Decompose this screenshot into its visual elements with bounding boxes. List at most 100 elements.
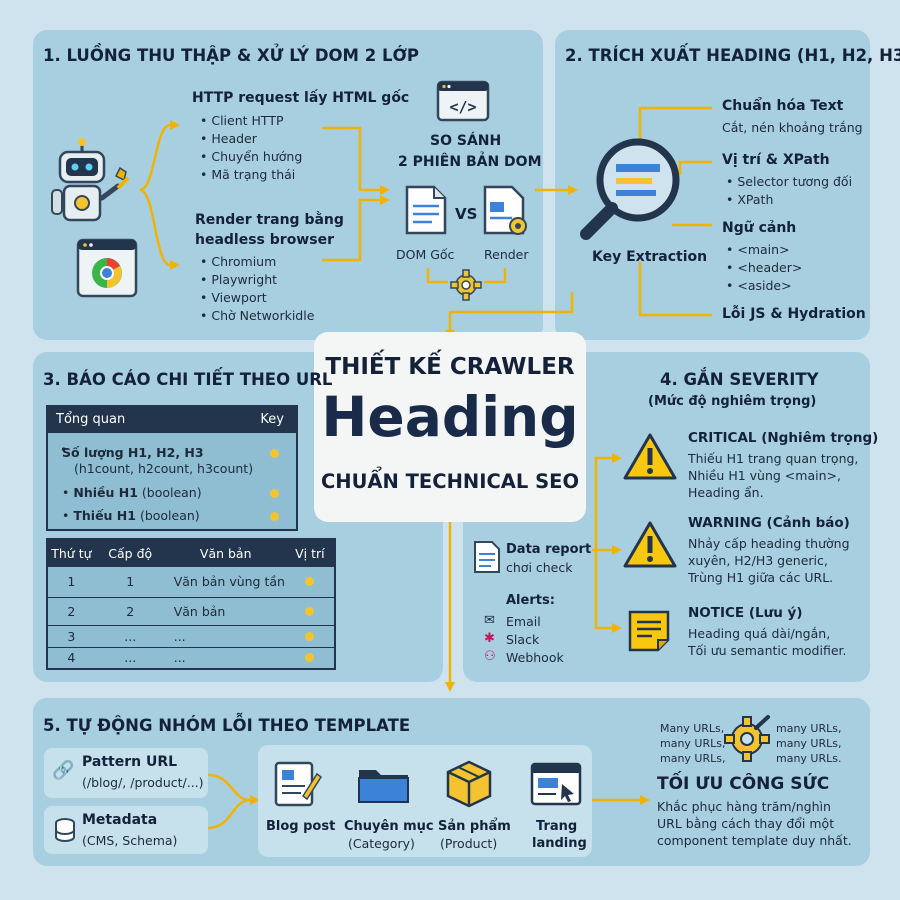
chrome-browser-icon [76,238,138,298]
template-sublabel: (Category) [348,836,415,851]
optimize-effort-desc-line: URL bằng cách thay đổi một [657,816,835,831]
compare-title-line2: 2 PHIÊN BẢN DOM [398,154,542,170]
code-window-icon: </> [436,80,490,122]
gear-wrench-icon [724,715,770,762]
position-xpath-list: Selector tương đối XPath [726,173,852,209]
critical-title: CRITICAL (Nghiêm trọng) [688,430,879,446]
render-title-line2: headless browser [195,232,334,248]
position-xpath-title: Vị trí & XPath [722,152,830,168]
robot-icon [51,138,130,222]
position-dot [305,631,315,641]
position-dot [305,653,315,663]
table-header: Văn bản [199,546,252,561]
gear-icon [450,269,482,301]
notice-desc-line: Heading quá dài/ngắn, [688,626,831,641]
landing-page-icon [530,762,582,806]
table-cell: 2 [126,603,135,619]
table-header: Vị trí [295,546,325,561]
many-urls-right: many URLs, [776,722,842,735]
summary-item: Số lượng H1, H2, H3 [62,444,204,461]
table-cell: ... [124,650,137,666]
section-4-title: 4. GẮN SEVERITY [660,370,819,389]
link-icon: 🔗 [52,760,75,781]
section-5-title: 5. TỰ ĐỘNG NHÓM LỖI THEO TEMPLATE [43,716,411,735]
table-row: 1 1 Văn bản vùng tần [47,567,335,597]
list-item: <aside> [726,277,802,295]
http-request-title: HTTP request lấy HTML gốc [192,90,410,106]
email-icon: ✉ [484,613,495,628]
pattern-url-desc: (/blog/, /product/...) [82,775,204,790]
table-cell: ... [124,628,137,644]
template-label: Sản phẩm [438,819,511,834]
alert-item: Slack [506,632,540,647]
normalize-text-desc: Cắt, nén khoảng trắng [722,120,863,135]
table-cell: Văn bản vùng tần [173,574,285,590]
list-item: Client HTTP [200,112,302,130]
dom-render-label: Render [484,247,529,262]
compare-title-line1: SO SÁNH [430,133,502,149]
template-label: Trang [536,819,578,834]
table-cell: 4 [67,650,76,666]
table-header: Cấp độ [108,546,153,561]
notice-desc-line: Tối ưu semantic modifier. [688,643,847,658]
table-row: 2 2 Văn bản [47,597,335,625]
metadata-title: Metadata [82,812,158,828]
list-item: <header> [726,259,802,277]
optimize-effort-title: TỐI ƯU CÔNG SỨC [657,774,830,794]
key-dot [270,512,279,521]
dom-original-label: DOM Gốc [396,247,455,262]
slack-icon: ✱ [484,631,495,646]
warning-title: WARNING (Cảnh báo) [688,515,850,531]
optimize-effort-desc-line: Khắc phục hàng trăm/nghìn [657,799,831,814]
table-cell [286,567,335,597]
summary-item: • Nhiều H1 (boolean) [62,485,202,500]
key-dot [270,449,279,458]
warning-triangle-icon [623,521,677,568]
summary-box: Tổng quan Key Số lượng H1, H2, H3 (h1cou… [46,405,298,531]
database-icon [55,818,75,842]
render-list: Chromium Playwright Viewport Chờ Network… [200,253,314,325]
alert-item: Webhook [506,650,564,665]
summary-item-type: (boolean) [137,485,202,500]
key-extraction-label: Key Extraction [592,249,708,265]
many-urls-left: Many URLs, [660,722,725,735]
table-cell: 1 [67,574,76,590]
http-request-list: Client HTTP Header Chuyển hướng Mã trạng… [200,112,302,184]
table-row: 3 ... ... [47,625,335,647]
summary-bullet: • [60,442,68,457]
critical-warning-icon [623,433,677,480]
alert-item: Email [506,614,541,629]
table-row: 4 ... ... [47,647,335,669]
template-label: Blog post [266,819,336,834]
notice-title: NOTICE (Lưu ý) [688,605,803,621]
heading-table: Thứ tự Cấp độ Văn bản Vị trí 1 1 Văn bản… [46,538,336,670]
section-3-title: 3. BÁO CÁO CHI TIẾT THEO URL [43,370,333,389]
center-title-line1: THIẾT KẾ CRAWLER [325,354,575,380]
template-sublabel: (Product) [440,836,498,851]
normalize-text-title: Chuẩn hóa Text [722,98,844,114]
center-title-card: THIẾT KẾ CRAWLER Heading CHUẨN TECHNICAL… [314,332,586,522]
svg-text:</>: </> [449,98,476,116]
table-cell: Văn bản [173,603,226,619]
summary-header-label: Tổng quan [56,412,126,427]
key-dot [270,489,279,498]
data-report-sub: chơi check [506,560,573,575]
table-cell: 2 [67,603,76,619]
table-cell: ... [173,628,186,644]
warning-desc-line: Nhảy cấp heading thường [688,536,850,551]
table-cell [286,597,335,625]
position-dot [305,606,315,616]
document-render-icon [483,185,527,235]
critical-desc-line: Thiếu H1 trang quan trọng, [688,451,859,466]
position-dot [305,577,315,587]
pattern-url-box: 🔗 Pattern URL (/blog/, /product/...) [44,748,208,798]
summary-item-sub: (h1count, h2count, h3count) [74,461,254,476]
list-item: Playwright [200,271,314,289]
table-cell: 1 [126,574,135,590]
template-label-line2: landing [532,836,587,851]
list-item: Viewport [200,289,314,307]
critical-desc-line: Nhiều H1 vùng <main>, [688,468,841,483]
metadata-desc: (CMS, Schema) [82,833,178,848]
many-urls-left: many URLs, [660,737,726,750]
list-item: Mã trạng thái [200,166,302,184]
